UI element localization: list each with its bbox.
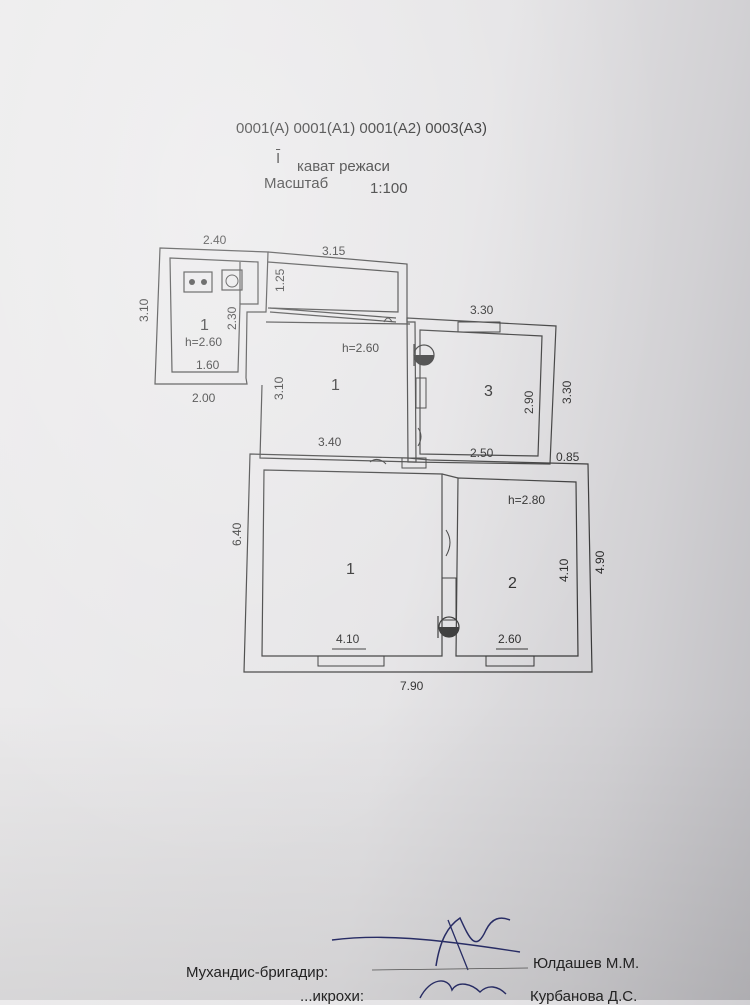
building-codes: 0001(А) 0001(А1) 0001(А2) 0003(А3) (236, 120, 487, 137)
door-icon (415, 377, 427, 409)
window-icon (317, 655, 385, 667)
hall-walls (259, 251, 417, 463)
window-icon (485, 655, 535, 667)
engineer-label: Мухандис-бригадир: (186, 964, 329, 981)
dim-room3-outer: 3.30 (560, 380, 574, 404)
room-number-hall: 1 (331, 377, 340, 394)
dim-top-corridor: 3.15 (322, 244, 346, 258)
height-hall: h=2.60 (342, 341, 379, 355)
floor-title: кават режаси (297, 158, 390, 175)
second-name: Курбанова Д.С. (530, 988, 638, 1005)
floor-numeral: I (276, 150, 281, 167)
dim-hall-bottom: 3.40 (318, 435, 342, 449)
dim-room3-top: 3.30 (470, 303, 494, 317)
room-number-room2: 2 (508, 575, 517, 592)
dim-kitchen-bottom: 1.60 (196, 358, 220, 372)
room3-walls (406, 317, 557, 465)
dim-room3-bottom: 2.50 (470, 446, 494, 460)
dim-top-left: 2.40 (203, 233, 227, 247)
main-walls (243, 453, 593, 673)
dim-window1: 4.10 (336, 632, 360, 646)
height-room2: h=2.80 (508, 493, 545, 507)
room-number-living: 1 (346, 561, 355, 578)
dim-total-width: 7.90 (400, 679, 424, 693)
door-icon (401, 457, 427, 469)
dim-step: 0.85 (556, 450, 580, 464)
room-number-kitchen: 1 (200, 317, 209, 334)
signature-line (371, 967, 529, 971)
door-icon (383, 317, 393, 323)
heater-icon (437, 616, 460, 638)
engineer-name: Юлдашев М.М. (533, 955, 640, 972)
height-kitchen: h=2.60 (185, 335, 222, 349)
signature-engineer (331, 916, 521, 971)
scale-label: Масштаб (264, 175, 329, 192)
dim-right-total: 4.90 (593, 550, 607, 574)
dim-big-left: 6.40 (230, 522, 244, 546)
sink-icon (221, 269, 243, 291)
dim-window2: 2.60 (498, 632, 522, 646)
dim-kitchen-inner: 2.30 (225, 306, 239, 330)
stove-icon (183, 271, 213, 293)
kitchen-walls (154, 247, 269, 385)
heater-icon (413, 344, 435, 366)
dim-bath: 1.25 (273, 268, 287, 292)
door-icon (445, 529, 451, 557)
dim-room3-inner: 2.90 (522, 390, 536, 414)
door-icon (369, 458, 387, 465)
scale-value: 1:100 (370, 180, 408, 197)
dim-hall-left: 3.10 (272, 376, 286, 400)
room-number-room3: 3 (484, 383, 493, 400)
door-icon (441, 577, 457, 621)
signature-second (419, 980, 507, 999)
door-icon (417, 427, 422, 447)
second-label: ...икрохи: (300, 988, 365, 1005)
dim-kitchen-left: 3.10 (137, 298, 151, 322)
window-icon (457, 321, 501, 333)
dim-room2-inner: 4.10 (557, 558, 571, 582)
dim-left-offset: 2.00 (192, 391, 216, 405)
